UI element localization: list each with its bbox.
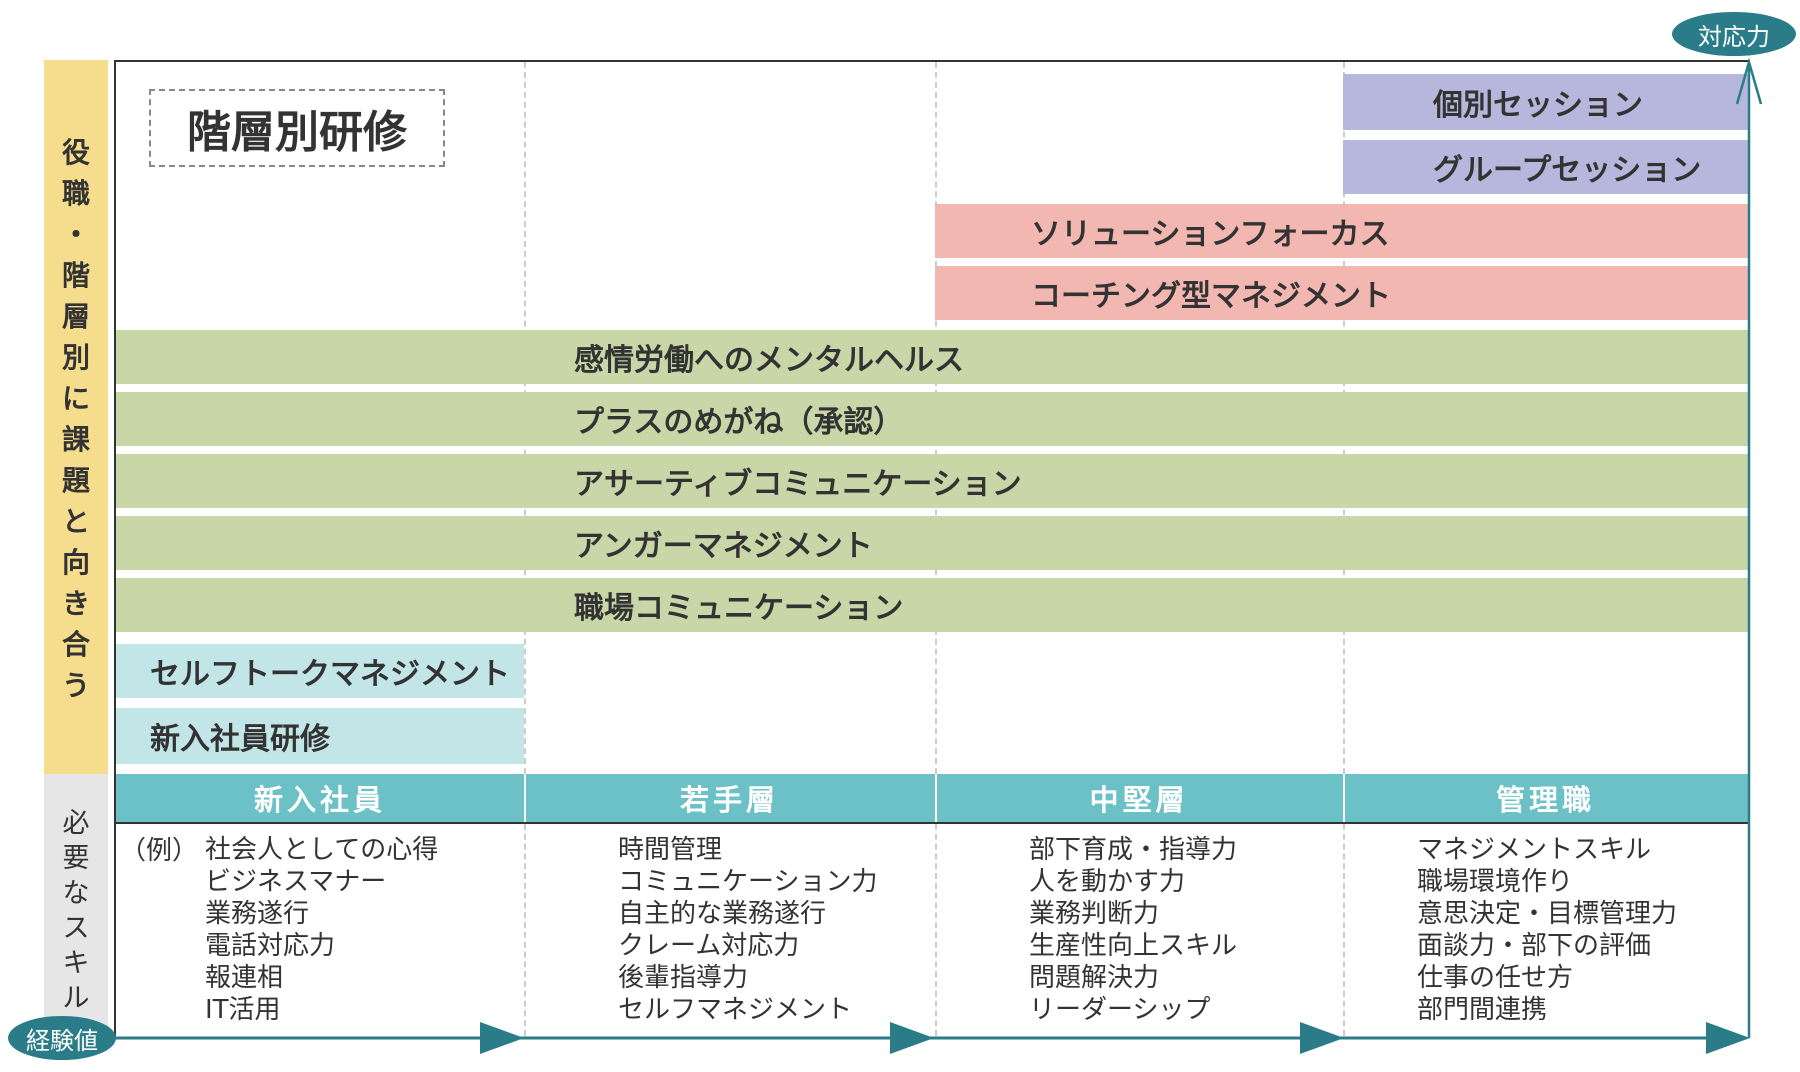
x-axis-label: 経験値 [8,1016,116,1060]
level-young: 若手層 [679,783,779,817]
example-label: （例） [120,836,199,866]
skill-item: 後輩指導力 [618,963,749,993]
band-divider [1343,774,1345,822]
vertical-char: 層 [61,300,90,333]
bar-self-talk: セルフトークマネジメント [116,644,524,698]
vertical-char: と [61,505,90,538]
skill-item: 生産性向上スキル [1029,931,1238,961]
bar-anger: アンガーマネジメント [116,516,1749,570]
column-divider [524,824,526,1036]
vertical-char: 合 [61,628,90,661]
vertical-char: 要 [62,843,90,874]
vertical-char: 職 [61,177,90,210]
column-divider [935,824,937,1036]
vertical-char: 向 [61,546,90,579]
skill-item: 自主的な業務遂行 [618,899,827,929]
vertical-char: 課 [61,423,90,456]
vertical-char: ・ [61,218,90,251]
skill-item: 報連相 [205,963,284,993]
vertical-char: ス [62,913,90,944]
bar-solution-focus: ソリューションフォーカス [935,204,1749,258]
level-manager: 管理職 [1495,783,1595,817]
skill-item: IT活用 [205,995,281,1025]
vertical-char: キ [62,948,90,979]
skill-item: 意思決定・目標管理力 [1417,899,1678,929]
x-arrowhead [480,1022,524,1054]
bar-emotional-labor: 感情労働へのメンタルヘルス [116,330,1749,384]
vertical-char: う [61,669,90,702]
bar-coaching-management: コーチング型マネジメント [935,266,1749,320]
skills-young: 時間管理コミュニケーション力自主的な業務遂行クレーム対応力後輩指導力セルフマネジ… [618,834,877,1026]
vertical-char: 階 [61,259,90,292]
y-axis-label: 対応力 [1672,12,1796,56]
level-band: 新入社員 若手層 中堅層 管理職 [116,774,1748,824]
band-divider [524,774,526,822]
x-arrowhead [890,1022,934,1054]
vertical-char: 役 [61,136,90,169]
column-divider [1343,824,1345,1036]
y-arrowhead [1735,57,1763,105]
x-arrowhead [1300,1022,1344,1054]
skill-item: 部下育成・指導力 [1029,835,1238,865]
bar-new-employee: 新入社員研修 [116,708,524,764]
vertical-char: 必 [62,808,90,839]
skill-item: クレーム対応力 [618,931,800,961]
vertical-char: き [61,587,90,620]
bar-plus-glasses: プラスのめがね（承認） [116,392,1749,446]
skill-item: コミュニケーション力 [618,867,878,897]
skill-item: 面談力・部下の評価 [1417,931,1652,961]
skills-manager: マネジメントスキル職場環境作り意思決定・目標管理力面談力・部下の評価仕事の任せ方… [1417,834,1677,1026]
skill-item: セルフマネジメント [618,995,853,1025]
bar-assertive: アサーティブコミュニケーション [116,454,1749,508]
skill-item: 業務遂行 [205,899,310,929]
band-divider [935,774,937,822]
skill-item: 電話対応力 [205,931,336,961]
bar-individual-session: 個別セッション [1343,74,1749,130]
skills-mid: 部下育成・指導力人を動かす力業務判断力生産性向上スキル問題解決力リーダーシップ [1029,834,1237,1026]
skill-item: 部門間連携 [1417,995,1548,1025]
vertical-char: 別 [61,341,90,374]
vertical-char: ル [62,983,90,1014]
skill-item: リーダーシップ [1029,995,1211,1025]
level-mid: 中堅層 [1089,783,1189,817]
vertical-char: 題 [61,464,90,497]
skill-item: 時間管理 [618,835,723,865]
skill-item: 職場環境作り [1417,867,1574,897]
bar-group-session: グループセッション [1343,140,1749,194]
role-label: 役職・階層別に課題と向き合う [44,60,108,774]
x-arrowhead [1706,1022,1750,1054]
skill-item: 人を動かす力 [1029,867,1186,897]
bar-workplace-comm: 職場コミュニケーション [116,578,1749,632]
page-title: 階層別研修 [149,89,445,167]
skill-label: 必要なスキル [44,774,108,1036]
skill-item: マネジメントスキル [1417,835,1652,865]
level-new-employee: 新入社員 [253,783,386,817]
skill-item: 問題解決力 [1029,963,1160,993]
skill-item: ビジネスマナー [205,867,387,897]
vertical-char: に [61,382,90,415]
skill-item: 業務判断力 [1029,899,1160,929]
skill-item: 仕事の任せ方 [1417,963,1574,993]
skill-item: 社会人としての心得 [205,835,439,865]
vertical-char: な [62,878,90,909]
